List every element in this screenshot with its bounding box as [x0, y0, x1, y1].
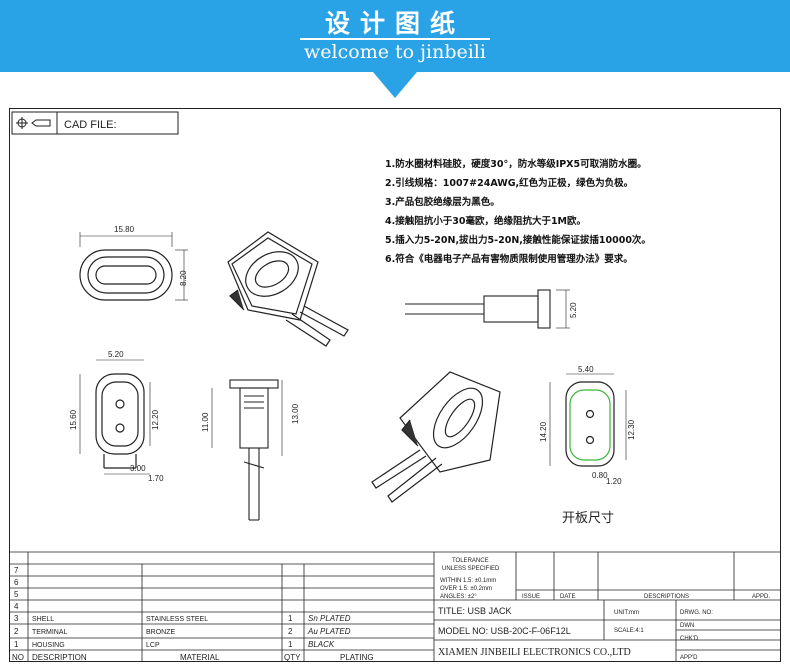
row-desc-1: HOUSING — [32, 642, 65, 649]
top-view-drawing — [79, 232, 188, 301]
dim-panel-hole-a: 0.80 — [592, 471, 608, 480]
header-description: DESCRIPTION — [32, 653, 87, 662]
note-6: 6.符合《电器电子产品有害物质限制使用管理办法》要求。 — [385, 254, 633, 265]
dim-top-width: 15.80 — [114, 225, 135, 234]
title-block-fields: TOLERANCE UNLESS SPECIFIED WITHIN 1.5: ±… — [438, 558, 770, 661]
dim-side-height-b: 13.00 — [291, 403, 300, 424]
dwn-label: DWN — [680, 623, 694, 629]
note-1: 1.防水圈材料硅胶，硬度30°，防水等级IPX5可取消防水圈。 — [385, 159, 647, 170]
tolerance-sub: UNLESS SPECIFIED — [442, 566, 500, 572]
unit-label: UNIT:mm — [614, 610, 639, 616]
row-no-6: 6 — [14, 578, 19, 587]
isometric-view-2 — [371, 371, 501, 503]
row-no-5: 5 — [14, 590, 19, 599]
row-no-7: 7 — [14, 566, 19, 575]
chkd-label: CHK'D — [680, 636, 699, 642]
tolerance-title: TOLERANCE — [452, 558, 489, 564]
dim-front-width: 5.20 — [108, 350, 124, 359]
dim-panel-height-inner: 12.30 — [627, 419, 636, 440]
dim-panel-hole-b: 1.20 — [606, 477, 622, 486]
panel-caption: 开板尺寸 — [562, 511, 614, 526]
dim-front-height-outer: 15.60 — [69, 409, 78, 430]
dim-front-bottom-a: 3.00 — [130, 464, 146, 473]
side-view-down — [211, 379, 283, 521]
note-4: 4.接触阻抗小于30毫欧，绝缘阻抗大于1M欧。 — [385, 216, 587, 227]
note-3: 3.产品包胶绝缘层为黑色。 — [385, 197, 500, 208]
row-plating-1: BLACK — [308, 640, 335, 649]
dim-side-height-right: 5.20 — [569, 302, 578, 318]
tolerance-2: OVER 1.5: ±0.2mm — [440, 586, 492, 592]
dim-top-height: 8.20 — [179, 270, 188, 286]
isometric-view-1 — [227, 231, 349, 347]
note-5: 5.插入力5-20N,拔出力5-20N,接触性能保证拔插10000次。 — [385, 235, 651, 246]
panel-cutout-drawing — [549, 373, 627, 467]
title-label: TITLE: USB JACK — [438, 606, 512, 616]
dim-side-height-a: 11.00 — [201, 412, 210, 432]
drawing-sheet — [9, 108, 781, 662]
date-label: DATE — [560, 594, 576, 600]
company-name: XIAMEN JINBEILI ELECTRONICS CO.,LTD — [438, 647, 631, 658]
row-desc-2: TERMINAL — [32, 629, 68, 636]
parts-list: 7 6 5 4 3 SHELL STAINLESS STEEL 1 Sn PLA… — [12, 566, 374, 662]
row-no-1: 1 — [14, 640, 19, 649]
row-material-3: STAINLESS STEEL — [146, 616, 208, 623]
header-qty: QTY — [284, 653, 301, 662]
header-material: MATERIAL — [180, 653, 220, 662]
dim-panel-height-outer: 14.20 — [539, 421, 548, 442]
header-no: NO — [12, 653, 24, 662]
dim-front-bottom-b: 1.70 — [148, 474, 164, 483]
row-material-1: LCP — [146, 642, 160, 649]
title-block — [9, 551, 781, 662]
drwg-no-label: DRWG. NO: — [680, 610, 713, 616]
appd2-label: APP'D — [680, 655, 698, 661]
row-plating-2: Au PLATED — [307, 627, 351, 636]
row-no-4: 4 — [14, 602, 19, 611]
row-qty-2: 2 — [288, 627, 293, 636]
banner-arrow-icon — [373, 72, 417, 98]
cad-header-box — [11, 111, 179, 135]
banner-subtitle: welcome to jinbeili — [304, 41, 486, 63]
row-qty-1: 1 — [288, 640, 293, 649]
header-plating: PLATING — [340, 653, 374, 662]
front-view-drawing — [79, 359, 151, 475]
descriptions-label: DESCRIPTIONS — [644, 594, 689, 600]
dim-panel-width: 5.40 — [578, 365, 594, 374]
side-view-right — [405, 289, 570, 329]
banner-divider — [300, 38, 490, 40]
model-no-label: MODEL NO: USB-20C-F-06F12L — [438, 626, 571, 636]
row-no-2: 2 — [14, 627, 19, 636]
scale-label: SCALE:4:1 — [614, 628, 644, 634]
tolerance-3: ANGLES: ±2° — [440, 594, 477, 600]
dim-front-height-inner: 12.20 — [151, 409, 160, 430]
tolerance-1: WITHIN 1.5: ±0.1mm — [440, 578, 496, 584]
row-qty-3: 1 — [288, 614, 293, 623]
row-material-2: BRONZE — [146, 629, 176, 636]
appd-label: APPD. — [752, 594, 770, 600]
issue-label: ISSUE — [522, 594, 540, 600]
row-no-3: 3 — [14, 614, 19, 623]
row-desc-3: SHELL — [32, 616, 54, 623]
note-2: 2.引线规格：1007#24AWG,红色为正极，绿色为负极。 — [385, 178, 634, 189]
row-plating-3: Sn PLATED — [308, 614, 351, 623]
header-banner: 设计图纸 welcome to jinbeili — [0, 0, 790, 72]
banner-title: 设计图纸 — [324, 9, 465, 38]
cad-file-label: CAD FILE: — [64, 119, 117, 131]
